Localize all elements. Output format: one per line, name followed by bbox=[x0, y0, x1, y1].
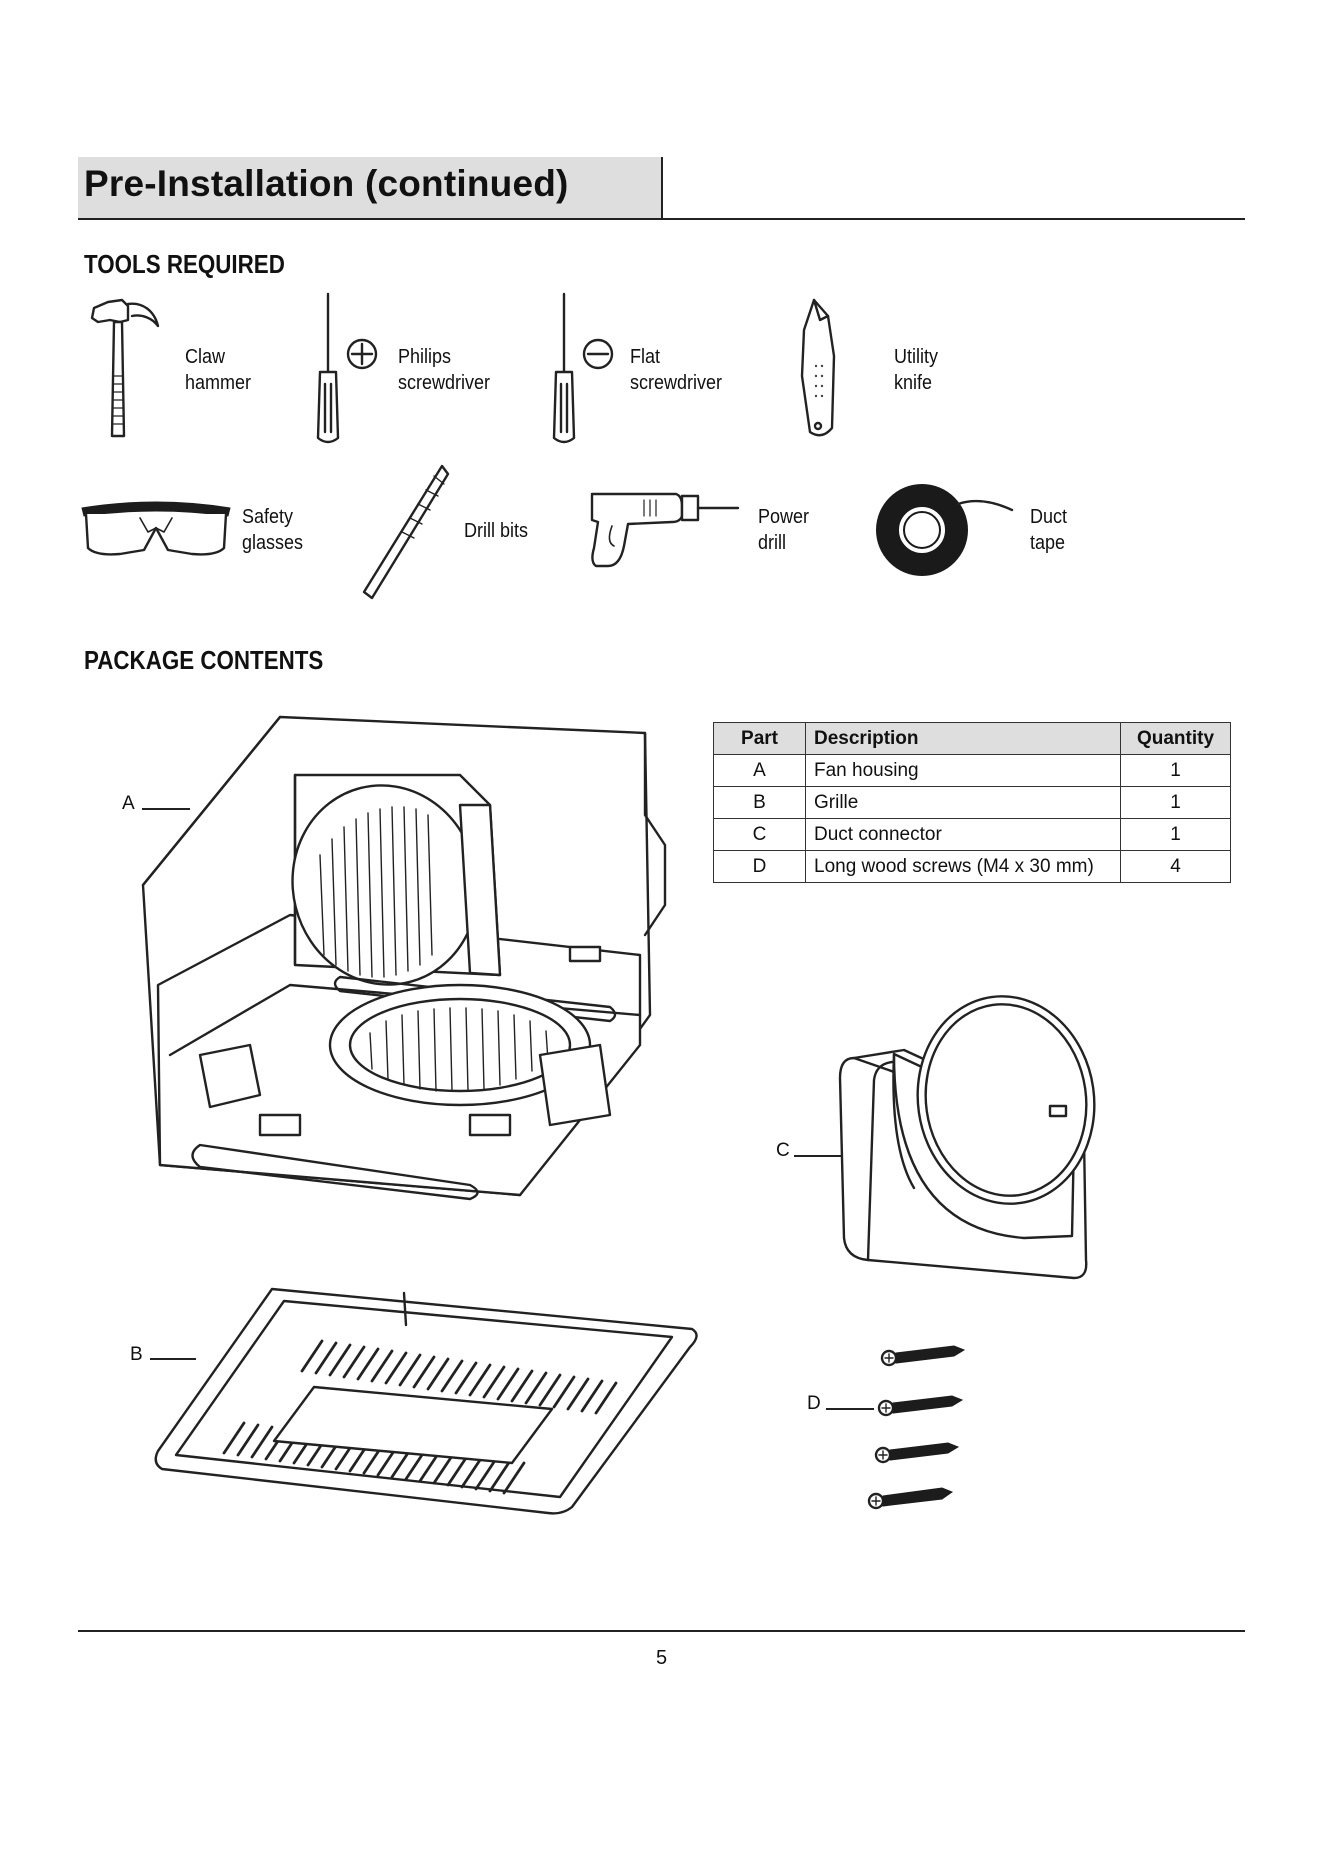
table-cell-quantity: 1 bbox=[1121, 755, 1231, 787]
table-header-description: Description bbox=[806, 723, 1121, 755]
parts-table: Part Description Quantity A Fan housing … bbox=[713, 722, 1231, 883]
table-cell-part: B bbox=[714, 787, 806, 819]
page-number: 5 bbox=[0, 1647, 1323, 1670]
callout-d-leader bbox=[826, 1408, 874, 1410]
callout-d: D bbox=[807, 1393, 821, 1415]
table-cell-part: A bbox=[714, 755, 806, 787]
table-header-quantity: Quantity bbox=[1121, 723, 1231, 755]
table-cell-quantity: 1 bbox=[1121, 819, 1231, 851]
screws-illustration bbox=[864, 1336, 972, 1520]
drill-bit-icon bbox=[358, 462, 450, 602]
table-row: A Fan housing 1 bbox=[714, 755, 1231, 787]
callout-b: B bbox=[130, 1344, 143, 1366]
power-drill-icon bbox=[584, 486, 740, 572]
table-row: C Duct connector 1 bbox=[714, 819, 1231, 851]
callout-a-leader bbox=[142, 808, 190, 810]
footer-divider bbox=[78, 1630, 1245, 1632]
page-title: Pre-Installation (continued) bbox=[84, 163, 569, 205]
callout-c: C bbox=[776, 1140, 790, 1162]
duct-tape-icon bbox=[874, 480, 1014, 580]
claw-hammer-icon bbox=[88, 296, 168, 446]
table-header-row: Part Description Quantity bbox=[714, 723, 1231, 755]
grille-illustration bbox=[152, 1285, 700, 1515]
philips-screwdriver-icon bbox=[312, 294, 382, 446]
table-cell-part: C bbox=[714, 819, 806, 851]
duct-connector-illustration bbox=[834, 988, 1116, 1280]
callout-a: A bbox=[122, 793, 135, 815]
flat-screwdriver-icon bbox=[548, 294, 618, 446]
table-header-part: Part bbox=[714, 723, 806, 755]
table-cell-description: Fan housing bbox=[806, 755, 1121, 787]
fan-housing-illustration bbox=[140, 715, 675, 1210]
callout-c-leader bbox=[794, 1155, 842, 1157]
table-cell-description: Long wood screws (M4 x 30 mm) bbox=[806, 851, 1121, 883]
table-row: B Grille 1 bbox=[714, 787, 1231, 819]
package-heading: PACKAGE CONTENTS bbox=[84, 645, 323, 676]
title-divider bbox=[78, 218, 1245, 220]
table-cell-description: Grille bbox=[806, 787, 1121, 819]
tool-label-drill-bits: Drill bits bbox=[464, 518, 528, 544]
utility-knife-icon bbox=[798, 296, 848, 441]
table-cell-quantity: 4 bbox=[1121, 851, 1231, 883]
tools-heading: TOOLS REQUIRED bbox=[84, 249, 285, 280]
table-cell-quantity: 1 bbox=[1121, 787, 1231, 819]
table-cell-description: Duct connector bbox=[806, 819, 1121, 851]
table-cell-part: D bbox=[714, 851, 806, 883]
safety-glasses-icon bbox=[80, 498, 232, 560]
callout-b-leader bbox=[150, 1358, 196, 1360]
table-row: D Long wood screws (M4 x 30 mm) 4 bbox=[714, 851, 1231, 883]
